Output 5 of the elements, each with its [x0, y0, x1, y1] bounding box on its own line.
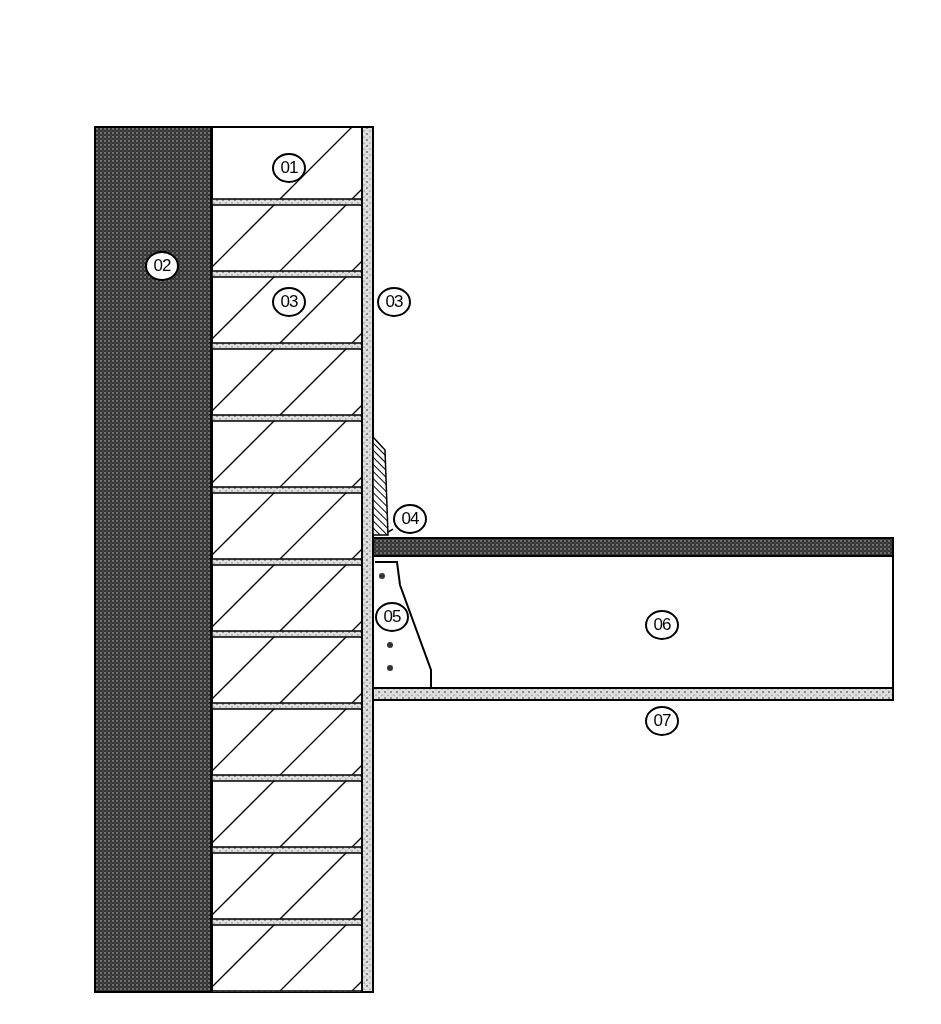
wedge-drawing	[372, 435, 389, 536]
leader-line	[387, 528, 394, 533]
callout-number: 03	[377, 287, 411, 317]
callout-number: 04	[393, 504, 427, 534]
callout-number: 07	[645, 706, 679, 736]
